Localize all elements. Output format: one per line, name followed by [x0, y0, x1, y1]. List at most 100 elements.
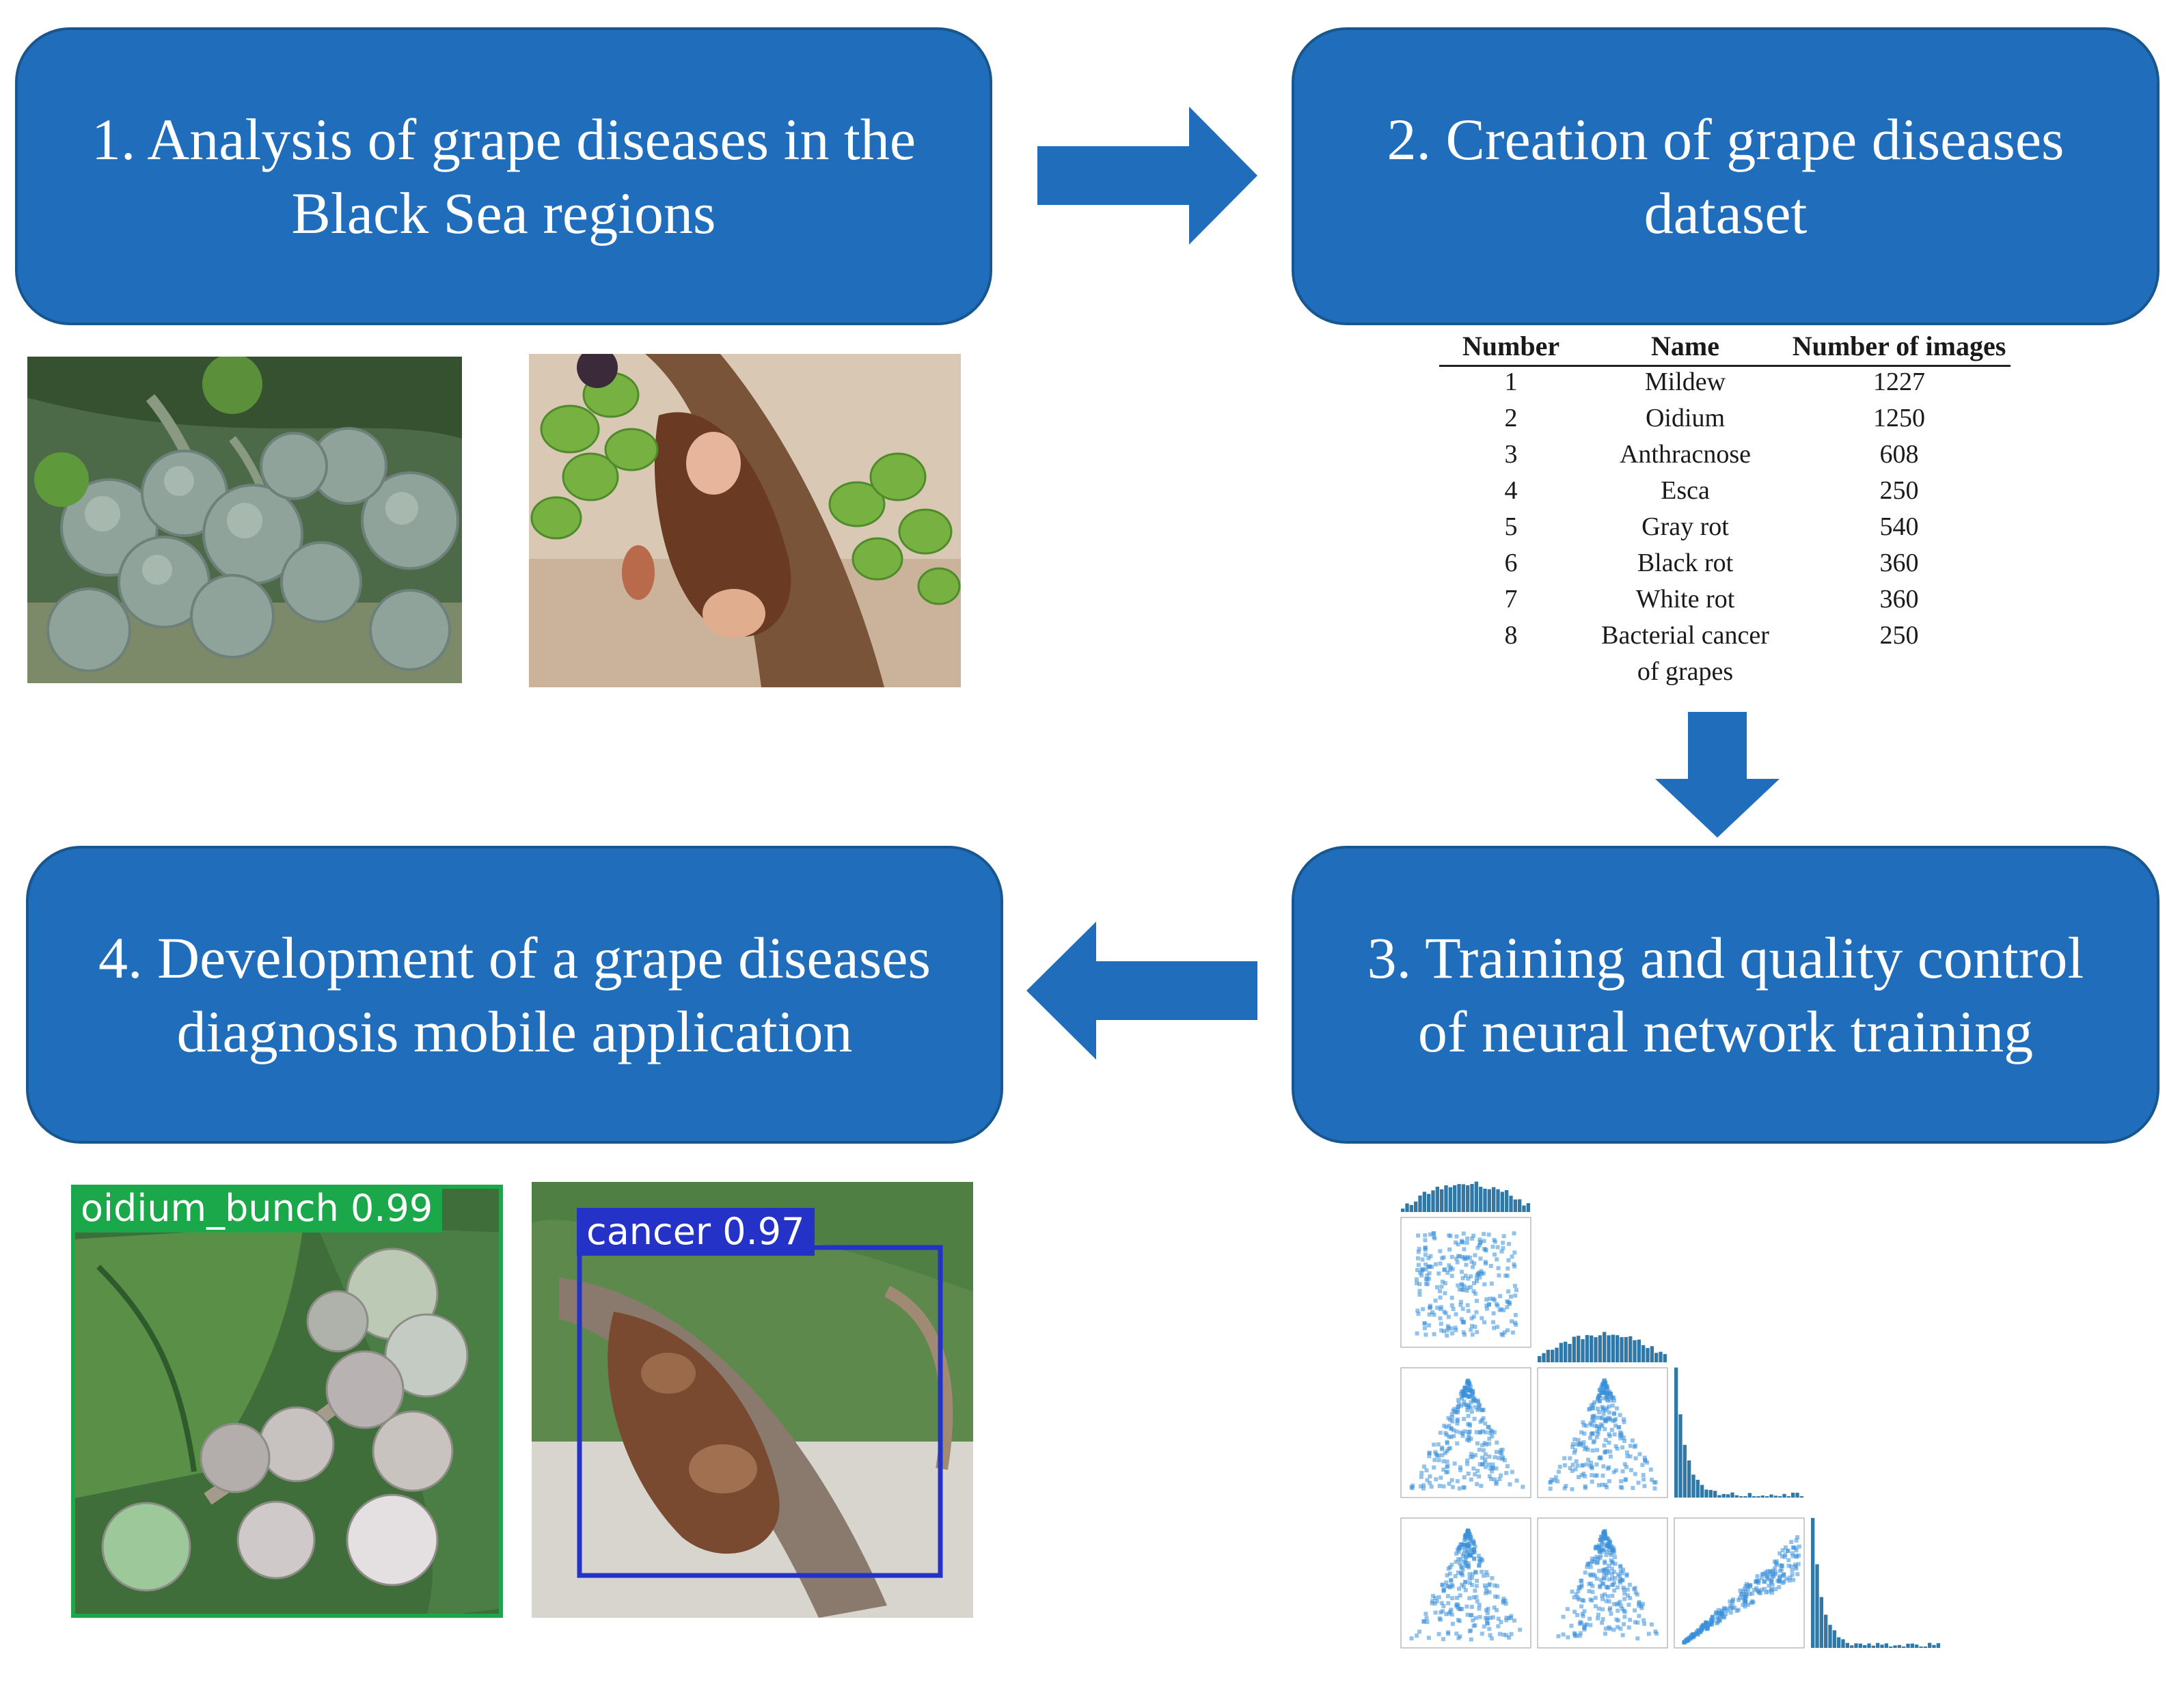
pair-plot-hist-bar [1824, 1614, 1828, 1648]
pair-plot-point [1424, 1468, 1429, 1473]
pair-plot-point [1611, 1627, 1616, 1632]
pair-plot-point [1612, 1432, 1617, 1437]
pair-plot-point [1490, 1615, 1495, 1620]
cell-number: 7 [1504, 585, 1518, 614]
pair-plot-point [1770, 1582, 1775, 1587]
pair-plot-point [1487, 1590, 1492, 1595]
pair-plot-hist-bar [1863, 1645, 1867, 1648]
pair-plot-point [1488, 1296, 1493, 1301]
pair-plot-point [1473, 1325, 1477, 1330]
pair-plot-point [1741, 1603, 1745, 1608]
step-2-line-2: dataset [1644, 180, 1808, 246]
pair-plot-point [1714, 1610, 1719, 1614]
step-1-line-1: 1. Analysis of grape diseases in the [91, 106, 916, 172]
pair-plot-hist-bar [1435, 1186, 1439, 1212]
pair-plot-point [1445, 1270, 1450, 1275]
pair-plot-point [1611, 1601, 1616, 1606]
pair-plot-point [1471, 1455, 1475, 1459]
pair-plot-point [1728, 1610, 1733, 1615]
pair-plot-point [1420, 1257, 1425, 1262]
pair-plot-point [1425, 1478, 1430, 1483]
pair-plot-point [1607, 1410, 1611, 1415]
pair-plot-point [1717, 1610, 1722, 1615]
pair-plot-point [1493, 1455, 1497, 1459]
pair-plot-point [1466, 1547, 1471, 1552]
pair-plot-point [1622, 1597, 1627, 1601]
pair-plot-point [1613, 1555, 1618, 1560]
pair-plot-point [1600, 1539, 1605, 1544]
pair-plot-point [1601, 1569, 1606, 1573]
pair-plot-point [1477, 1430, 1482, 1435]
pair-plot-point [1513, 1312, 1518, 1317]
pair-plot-point [1507, 1301, 1512, 1306]
pair-plot-point [1604, 1572, 1609, 1577]
pair-plot-point [1629, 1468, 1633, 1472]
pair-plot-point [1484, 1306, 1489, 1311]
pair-plot-point [1471, 1314, 1476, 1319]
pair-plot-point [1483, 1421, 1488, 1426]
pair-plot-point [1609, 1553, 1613, 1558]
pair-plot-hist-bar [1752, 1496, 1756, 1498]
pair-plot-point [1431, 1594, 1436, 1599]
pair-plot-point [1423, 1233, 1428, 1238]
pair-plot-point [1469, 1637, 1473, 1642]
pair-plot-point [1618, 1569, 1623, 1573]
pair-plot-point [1622, 1610, 1627, 1614]
pair-plot-point [1783, 1545, 1788, 1550]
pair-plot-hist-bar [1629, 1336, 1633, 1362]
pair-plot-point [1489, 1636, 1494, 1641]
pair-plot-panel [1537, 1367, 1668, 1498]
pair-plot-point [1472, 1281, 1477, 1286]
pair-plot-point [1473, 1472, 1477, 1476]
pair-plot-point [1475, 1279, 1480, 1284]
pair-plot-point [1487, 1474, 1492, 1478]
pair-plot-point [1469, 1274, 1473, 1279]
pair-plot-point [1409, 1636, 1414, 1641]
pair-plot-hist-bar [1637, 1339, 1641, 1362]
pair-plot-point [1590, 1448, 1595, 1453]
pair-plot-point [1430, 1599, 1435, 1603]
pair-plot-point [1577, 1597, 1581, 1601]
pair-plot-point [1421, 1486, 1426, 1491]
pair-plot-point [1432, 1601, 1437, 1606]
pair-plot-point [1495, 1584, 1500, 1588]
pair-plot-point [1704, 1627, 1709, 1631]
pair-plot-point [1626, 1593, 1631, 1598]
pair-plot-hist-bar [1568, 1344, 1572, 1362]
pair-plot-point [1642, 1484, 1647, 1489]
pair-plot-point [1648, 1468, 1653, 1472]
pair-plot-point [1613, 1444, 1618, 1449]
pair-plot-point [1419, 1273, 1424, 1278]
pair-plot-point [1613, 1423, 1618, 1428]
pair-plot-point [1457, 1486, 1462, 1491]
pair-plot-point [1642, 1455, 1647, 1460]
pair-plot-point [1598, 1578, 1603, 1582]
pair-plot-hist-bar [1633, 1340, 1637, 1362]
detection-label-oidium: oidium_bunch 0.99 [71, 1185, 443, 1232]
pair-plot-hist-bar [1659, 1351, 1663, 1362]
pair-plot-point [1590, 1584, 1595, 1588]
pair-plot-point [1441, 1484, 1446, 1489]
pair-plot-point [1568, 1456, 1572, 1461]
pair-plot-point [1474, 1584, 1479, 1588]
pair-plot-point [1568, 1465, 1572, 1470]
pair-plot-point [1600, 1593, 1605, 1598]
pair-plot-point [1447, 1481, 1452, 1486]
pair-plot-point [1471, 1547, 1476, 1552]
pair-plot-point [1426, 1256, 1431, 1261]
pair-plot-point [1755, 1574, 1760, 1579]
pair-plot-point [1794, 1538, 1799, 1543]
pair-plot-point [1622, 1614, 1627, 1619]
pair-plot-point [1471, 1466, 1476, 1471]
cell-name: Anthracnose [1619, 440, 1752, 469]
pair-plot-point [1789, 1540, 1794, 1545]
pair-plot-hist-bar [1713, 1491, 1717, 1498]
pair-plot-point [1445, 1333, 1449, 1338]
pair-plot-point [1584, 1622, 1589, 1627]
pair-plot-point [1458, 1391, 1463, 1396]
pair-plot-point [1621, 1435, 1626, 1440]
pair-plot-hist-bar [1607, 1335, 1611, 1362]
pair-plot-point [1479, 1483, 1484, 1488]
pair-plot-point [1728, 1599, 1732, 1604]
pair-plot-point [1456, 1557, 1460, 1562]
